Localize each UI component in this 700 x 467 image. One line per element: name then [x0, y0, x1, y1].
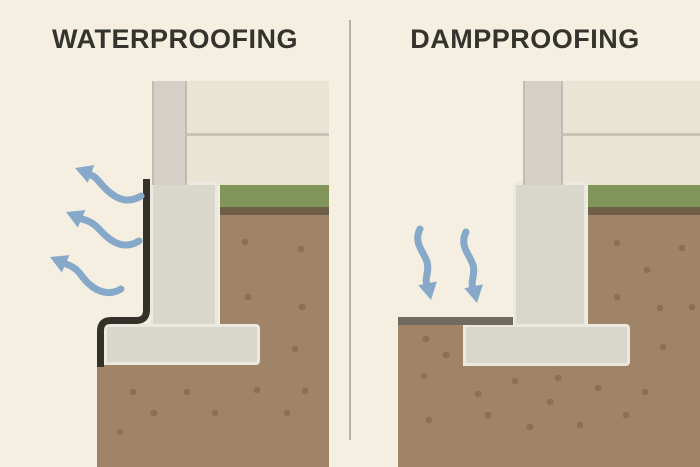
topsoil-layer — [220, 207, 329, 215]
floor-joint-line — [187, 133, 329, 136]
floor-joint-line — [563, 133, 700, 136]
foundation-footing — [463, 324, 630, 366]
foundation-wall — [513, 182, 587, 330]
dampproofing-title: DAMPPROOFING — [410, 24, 640, 54]
divider-line — [349, 20, 351, 440]
arrow-out-2 — [66, 210, 143, 249]
foundation-wall — [150, 182, 218, 330]
wavy-arrows-left-icon — [50, 165, 145, 297]
arrow-out-3 — [50, 255, 125, 297]
grass-layer — [220, 185, 329, 207]
arrow-down-2 — [460, 228, 483, 303]
dampproofing-section: DAMPPROOFING — [350, 0, 700, 467]
arrow-out-1 — [75, 165, 145, 204]
grass-layer — [588, 185, 700, 207]
soil-below-footing — [398, 366, 700, 467]
soil-below-footing — [97, 365, 329, 467]
foundation-footing — [104, 324, 260, 365]
dampproofing-illustration — [350, 0, 700, 467]
waterproofing-title: WATERPROOFING — [52, 24, 298, 54]
topsoil-layer — [588, 207, 700, 215]
house-wall — [523, 81, 563, 185]
waterproofing-illustration — [50, 81, 329, 467]
arrow-down-1 — [414, 225, 437, 300]
house-wall — [152, 81, 187, 185]
waterproofing-section: WATERPROOFING — [50, 24, 329, 467]
wavy-arrows-down-icon — [414, 225, 483, 303]
dampproof-coating — [398, 317, 513, 325]
